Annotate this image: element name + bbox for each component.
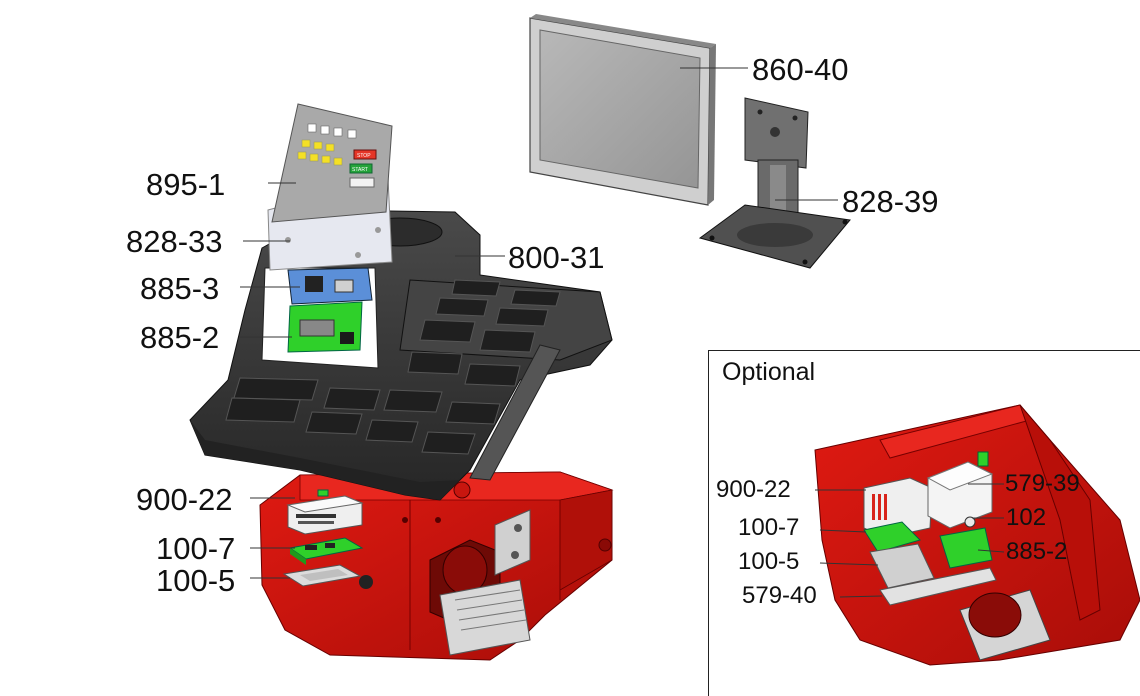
optional-title: Optional xyxy=(722,358,816,386)
stand-828-39 xyxy=(698,97,851,269)
callout-800-31: 800-31 xyxy=(508,240,605,275)
callout-885-2: 885-2 xyxy=(140,320,220,355)
optional-callout-579-40: 579-40 xyxy=(742,582,817,609)
motor-assembly xyxy=(429,509,531,656)
optional-assembly xyxy=(814,404,1140,666)
optional-callout-100-5: 100-5 xyxy=(738,548,800,575)
board-885-3 xyxy=(287,267,373,305)
psu-900-22 xyxy=(286,489,364,535)
optional-inset-frame xyxy=(708,350,1140,696)
board-100-5 xyxy=(282,564,373,589)
callout-895-1: 895-1 xyxy=(146,167,226,202)
optional-callout-102: 102 xyxy=(1006,504,1047,531)
optional-callout-900-22: 900-22 xyxy=(716,476,791,503)
callout-828-39: 828-39 xyxy=(842,184,939,219)
monitor-860-40 xyxy=(529,14,716,206)
stop-key-label: STOP xyxy=(357,153,371,159)
callout-828-33: 828-33 xyxy=(126,224,223,259)
callout-885-3: 885-3 xyxy=(140,271,220,306)
keypad-895-1: STOP START xyxy=(271,103,393,223)
board-885-2 xyxy=(287,301,363,353)
board-100-7 xyxy=(288,537,364,565)
callout-100-5: 100-5 xyxy=(156,563,236,598)
leader-lines xyxy=(240,67,1005,598)
optional-callout-885-2: 885-2 xyxy=(1006,538,1068,565)
optional-callout-100-7: 100-7 xyxy=(738,514,800,541)
callout-860-40: 860-40 xyxy=(752,52,849,87)
callout-900-22: 900-22 xyxy=(136,482,233,517)
start-key-label: START xyxy=(352,167,368,173)
callout-100-7: 100-7 xyxy=(156,531,236,566)
optional-callout-579-39: 579-39 xyxy=(1005,470,1080,497)
